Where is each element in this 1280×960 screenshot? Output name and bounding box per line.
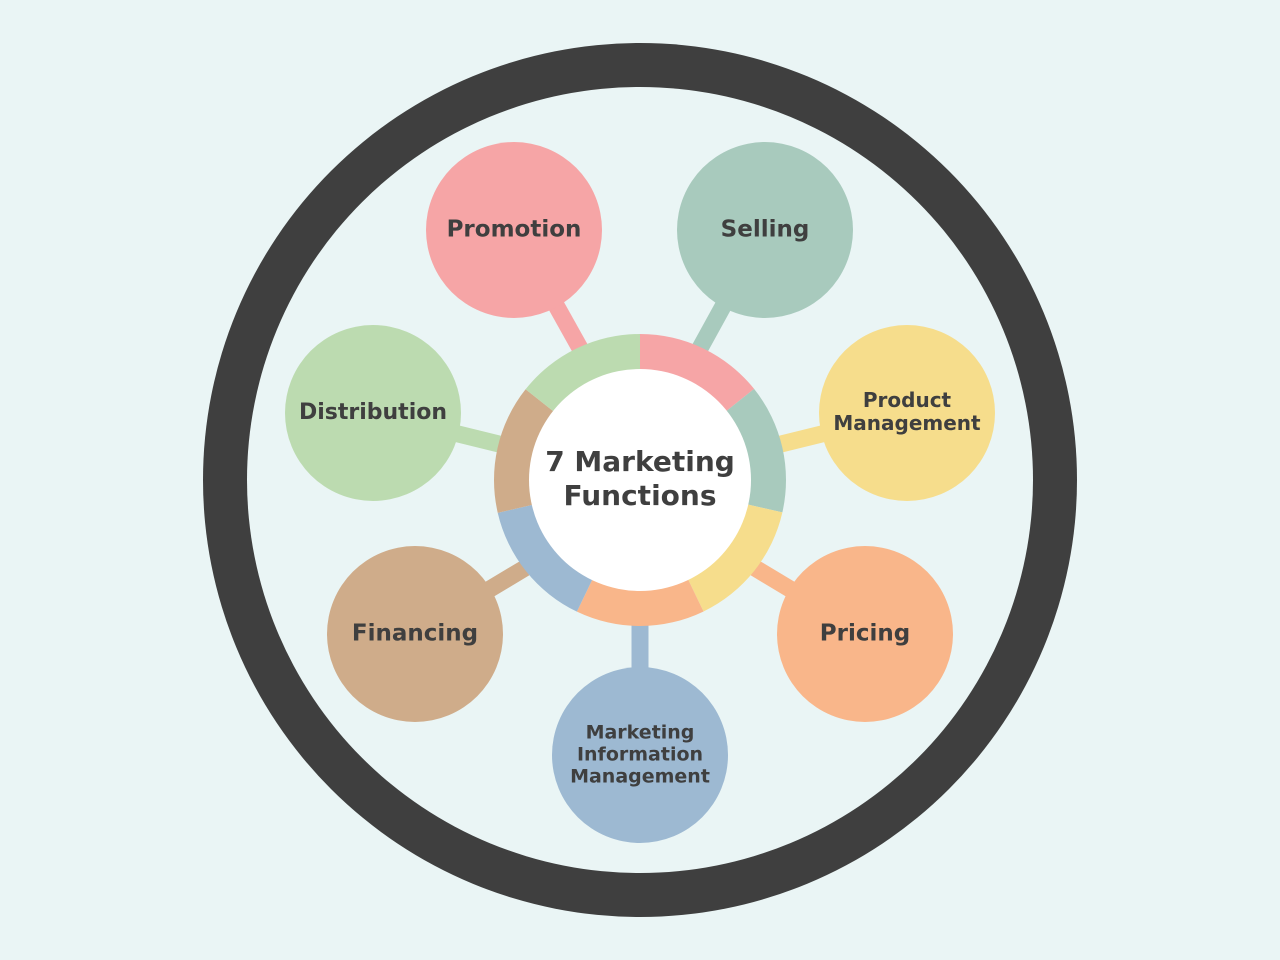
ring-segment-distribution xyxy=(525,334,640,412)
node-label-line: Marketing xyxy=(586,722,695,744)
node-label-distribution: Distribution xyxy=(299,400,447,425)
node-circle-financing xyxy=(327,546,503,722)
node-circle-selling xyxy=(677,142,853,318)
node-label-line: Selling xyxy=(721,217,810,243)
ring-segment-promotion xyxy=(640,334,755,412)
node-circle-product-management xyxy=(819,325,995,501)
ring-segment-pricing xyxy=(576,579,704,626)
node-label-line: Distribution xyxy=(299,400,447,425)
node-label-line: Product xyxy=(863,388,952,412)
function-node-pricing: Pricing xyxy=(777,546,953,722)
function-node-distribution: Distribution xyxy=(285,325,461,501)
node-circle-distribution xyxy=(285,325,461,501)
node-label-promotion: Promotion xyxy=(447,217,582,243)
function-node-selling: Selling xyxy=(677,142,853,318)
node-circle-pricing xyxy=(777,546,953,722)
node-label-line: Management xyxy=(833,411,981,435)
node-label-line: Management xyxy=(570,765,710,787)
function-node-promotion: Promotion xyxy=(426,142,602,318)
ring-segment-marketing-information-management xyxy=(497,504,593,612)
ring-segment-product-management xyxy=(687,504,783,612)
center-title-line: Functions xyxy=(563,479,716,512)
center-circle xyxy=(529,369,751,591)
hub-ring xyxy=(494,334,786,626)
node-label-selling: Selling xyxy=(721,217,810,243)
node-circle-promotion xyxy=(426,142,602,318)
node-label-financing: Financing xyxy=(352,621,478,647)
node-label-line: Pricing xyxy=(820,621,910,647)
node-label-line: Financing xyxy=(352,621,478,647)
center-title-line: 7 Marketing xyxy=(545,445,735,478)
ring-segment-selling xyxy=(725,388,786,513)
node-label-pricing: Pricing xyxy=(820,621,910,647)
node-label-line: Information xyxy=(577,744,703,766)
function-node-financing: Financing xyxy=(327,546,503,722)
node-circle-marketing-information-management xyxy=(552,667,728,843)
node-label-line: Promotion xyxy=(447,217,582,243)
ring-segment-financing xyxy=(494,389,554,513)
